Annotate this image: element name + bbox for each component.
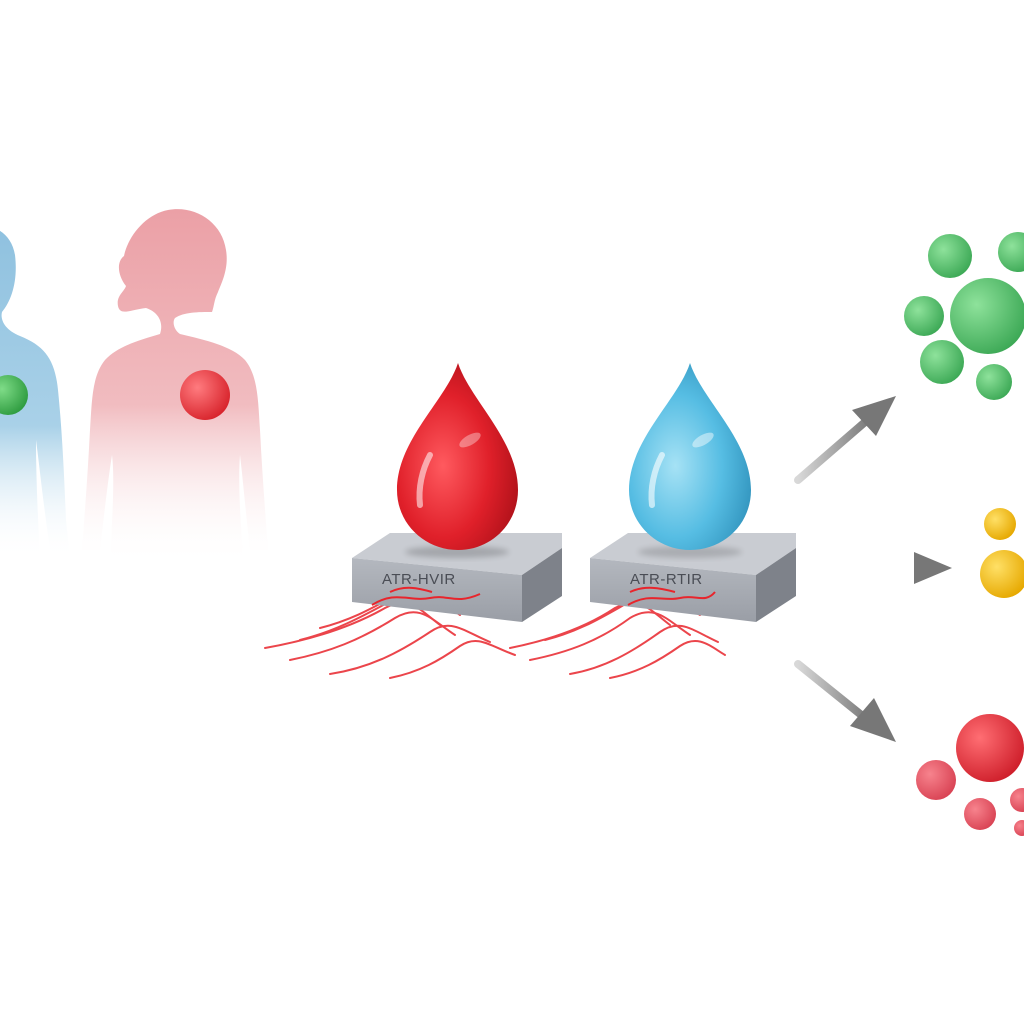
male-health-marker <box>0 375 28 415</box>
device-label-1: ATR-HVIR <box>382 571 456 588</box>
device-label-2: ATR-RTIR <box>630 571 703 588</box>
green-cell-cluster <box>904 232 1024 400</box>
arrow-up-right <box>794 396 896 484</box>
red-cell-cluster <box>916 714 1024 836</box>
blood-drop-icon <box>397 363 518 558</box>
arrow-right <box>824 552 952 584</box>
yellow-cell-cluster <box>980 508 1024 598</box>
female-silhouette-icon <box>82 209 268 565</box>
female-health-marker <box>180 370 230 420</box>
water-drop-icon <box>629 363 751 558</box>
arrow-down-right <box>794 660 896 742</box>
male-silhouette-icon <box>0 230 70 560</box>
